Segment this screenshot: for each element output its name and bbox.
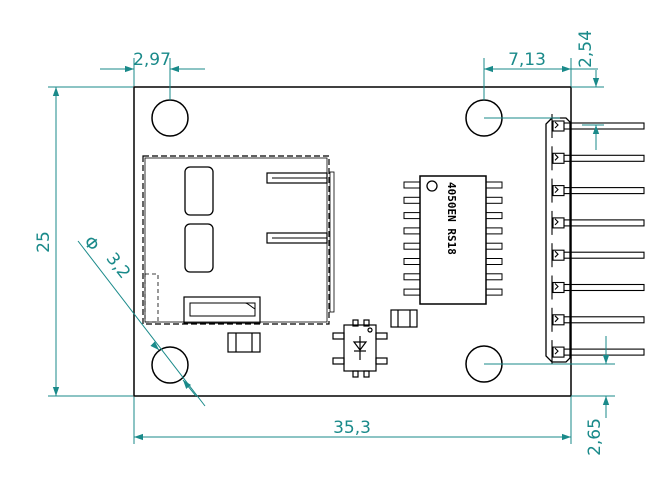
header-pin xyxy=(551,178,645,203)
header-pin xyxy=(551,210,645,235)
dimension-lines xyxy=(48,58,615,444)
ic-marking: 4050EN RS18 xyxy=(445,182,458,255)
ic-pin xyxy=(485,288,503,296)
ic-pin xyxy=(485,212,503,220)
ic-pin xyxy=(485,242,503,250)
ic-pin xyxy=(403,227,421,235)
ic-pin xyxy=(403,273,421,281)
dim-hole-offset-x: 2,97 xyxy=(133,50,171,70)
dim-board-height: 25 xyxy=(34,231,54,253)
ic-pin xyxy=(403,288,421,296)
header-pin xyxy=(551,340,645,365)
smd-resistor xyxy=(227,332,261,353)
pin-header xyxy=(545,114,645,365)
ic-pin xyxy=(403,212,421,220)
ic-soic16: 4050EN RS18 xyxy=(403,175,503,305)
smd-capacitor-top xyxy=(390,309,418,328)
dim-pin-offset-x: 7,13 xyxy=(508,50,546,70)
dim-hole-diameter-symbol: Φ xyxy=(79,232,103,255)
ic-pin xyxy=(403,181,421,189)
header-pin xyxy=(551,243,645,268)
ic-pin xyxy=(485,196,503,204)
ic-pin xyxy=(403,196,421,204)
rj45-jack xyxy=(142,155,335,325)
ic-pin xyxy=(485,273,503,281)
mounting-hole-top-left xyxy=(151,99,189,137)
ic-pin xyxy=(403,242,421,250)
board-outline xyxy=(133,86,572,397)
sot23-regulator xyxy=(332,319,388,378)
header-pin xyxy=(551,275,645,300)
mounting-hole-bottom-left xyxy=(151,346,189,384)
dim-pin-pitch: 2,54 xyxy=(576,30,596,68)
ic-pin xyxy=(485,227,503,235)
ic-pin xyxy=(485,258,503,265)
ic-pin xyxy=(403,258,421,265)
header-pin xyxy=(551,307,645,332)
ic-pin xyxy=(485,181,503,189)
dim-bottom-offset: 2,65 xyxy=(585,418,605,456)
header-pin xyxy=(551,146,645,171)
dim-board-width: 35,3 xyxy=(333,418,371,438)
